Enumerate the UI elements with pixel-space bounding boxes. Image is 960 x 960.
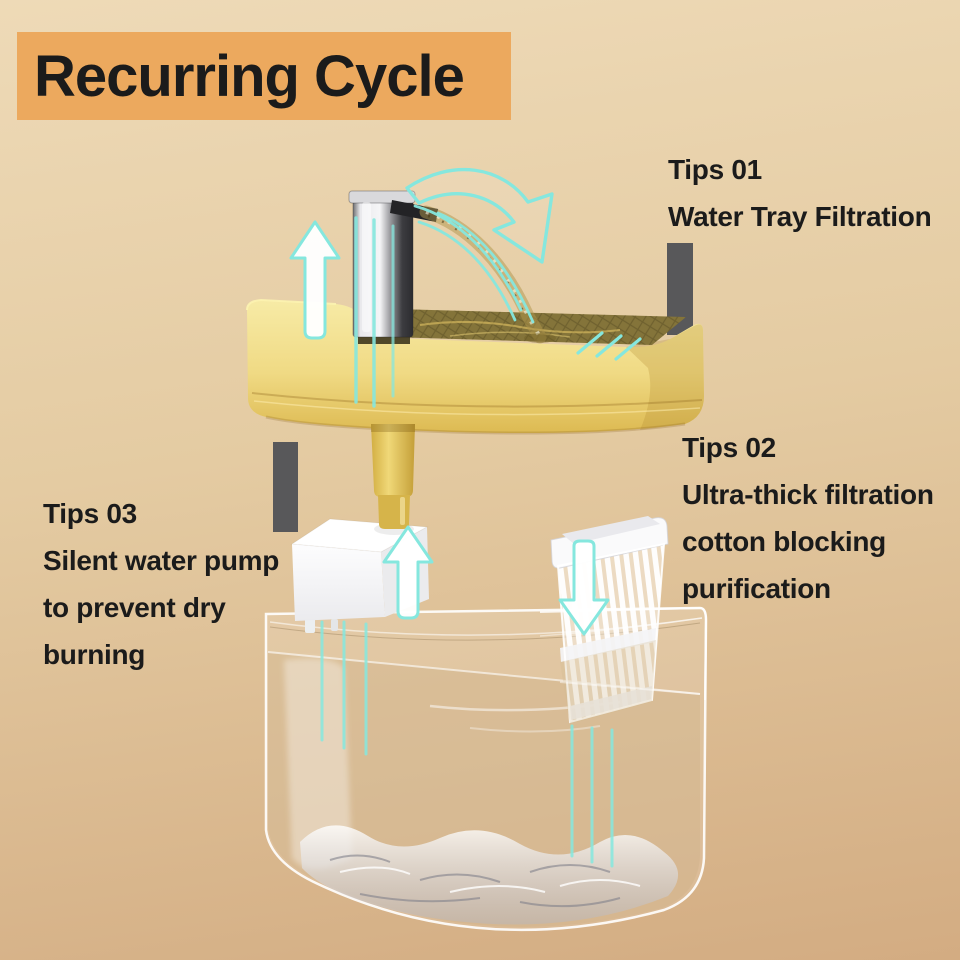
tray-flow-ticks	[576, 331, 642, 361]
tip-02-line-1: Ultra-thick filtration	[682, 479, 934, 510]
tip-02-block: Tips 02 Ultra-thick filtration cotton bl…	[682, 424, 934, 612]
outlet-tube	[371, 424, 415, 497]
tip-01-block: Tips 01 Water Tray Filtration	[668, 146, 932, 240]
up-flow-arrow-pump	[382, 525, 434, 620]
up-flow-arrow-tray	[289, 220, 341, 340]
faucet-flow-lines	[354, 216, 395, 408]
tip-02-line-3: purification	[682, 573, 831, 604]
tip-03-block: Tips 03 Silent water pump to prevent dry…	[43, 490, 279, 678]
tube-nozzle	[378, 495, 410, 529]
pump-flow-lines	[320, 620, 368, 756]
tip-01-line-1: Water Tray Filtration	[668, 201, 932, 232]
waterfall-stream	[413, 204, 556, 344]
curved-flow-arrow	[405, 167, 554, 264]
tip-01-label: Tips 01	[668, 154, 762, 185]
gray-bar-middle	[273, 442, 298, 532]
page-title: Recurring Cycle	[34, 43, 465, 109]
faucet-spout	[348, 190, 438, 344]
tip-03-line-1: Silent water pump	[43, 545, 280, 576]
tip-02-label: Tips 02	[682, 432, 776, 463]
down-flow-arrow-basket	[558, 539, 610, 636]
water-ripples	[300, 825, 679, 925]
tip-03-line-2: to prevent dry	[43, 592, 226, 623]
title-banner: Recurring Cycle	[17, 32, 511, 120]
tip-03-line-3: burning	[43, 639, 146, 670]
tip-02-line-2: cotton blocking	[682, 526, 886, 557]
tip-03-label: Tips 03	[43, 498, 137, 529]
basket-flow-lines	[570, 724, 614, 868]
